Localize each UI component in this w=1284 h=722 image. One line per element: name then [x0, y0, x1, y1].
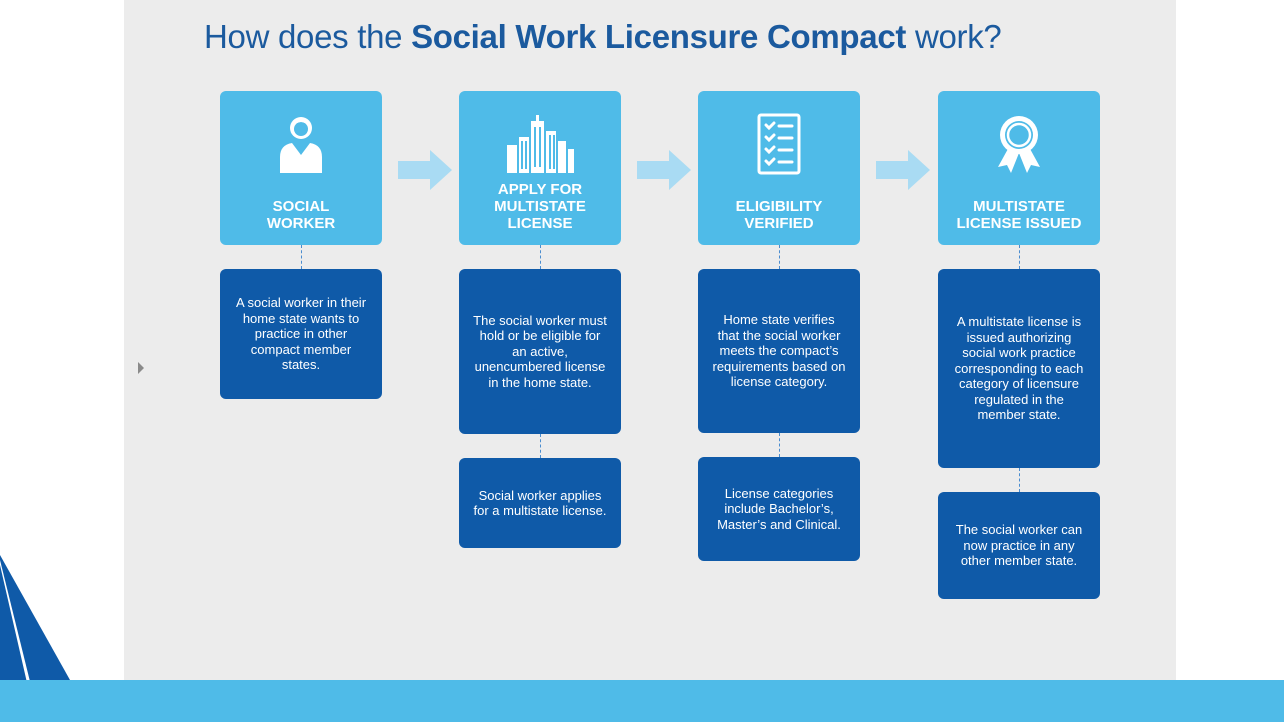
title-prefix: How does the: [204, 18, 412, 55]
step-title: SOCIAL WORKER: [266, 198, 336, 232]
step-detail: The social worker must hold or be eligib…: [459, 269, 621, 434]
step-detail: The social worker can now practice in an…: [938, 492, 1100, 599]
connector-line: [540, 245, 541, 269]
arrow-right-icon: [637, 150, 691, 190]
step-detail: License categories include Bachelor’s, M…: [698, 457, 860, 561]
buildings-icon: [459, 113, 621, 175]
connector-line: [779, 433, 780, 457]
connector-line: [301, 245, 302, 269]
step-detail: A multistate license is issued authorizi…: [938, 269, 1100, 468]
step-social-worker: SOCIAL WORKER: [220, 91, 382, 245]
person-icon: [220, 113, 382, 175]
connector-line: [779, 245, 780, 269]
step-detail: Home state verifies that the social work…: [698, 269, 860, 433]
step-detail: Social worker applies for a multistate l…: [459, 458, 621, 548]
step-apply-multistate-license: APPLY FOR MULTISTATE LICENSE: [459, 91, 621, 245]
slide-play-marker-icon[interactable]: [138, 362, 144, 374]
title-bold: Social Work Licensure Compact: [411, 18, 907, 55]
arrow-right-icon: [876, 150, 930, 190]
connector-line: [1019, 245, 1020, 269]
step-title: APPLY FOR MULTISTATE LICENSE: [494, 181, 586, 232]
arrow-right-icon: [398, 150, 452, 190]
step-eligibility-verified: ELIGIBILITY VERIFIED: [698, 91, 860, 245]
step-detail: A social worker in their home state want…: [220, 269, 382, 399]
connector-line: [1019, 468, 1020, 492]
left-accent-shape: [0, 555, 70, 722]
step-title: ELIGIBILITY VERIFIED: [735, 198, 823, 232]
bottom-accent-bar: [0, 680, 1284, 722]
connector-line: [540, 434, 541, 458]
award-ribbon-icon: [938, 113, 1100, 175]
checklist-icon: [698, 113, 860, 175]
step-title: MULTISTATE LICENSE ISSUED: [956, 198, 1082, 232]
title-suffix: work?: [906, 18, 1002, 55]
page-title: How does the Social Work Licensure Compa…: [204, 18, 1002, 56]
step-multistate-license-issued: MULTISTATE LICENSE ISSUED: [938, 91, 1100, 245]
